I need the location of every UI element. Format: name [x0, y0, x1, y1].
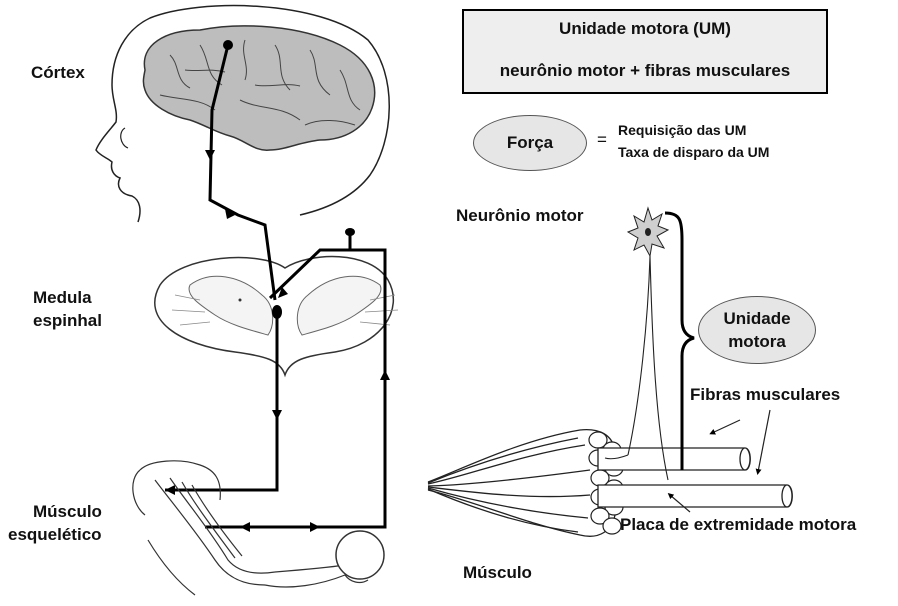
um-box-title: Unidade motora (UM) — [464, 19, 826, 39]
neuron-body-cortex — [223, 40, 233, 50]
brain-shape — [143, 26, 374, 150]
ball — [336, 531, 384, 579]
unidade-motora-line-1: Unidade — [723, 307, 790, 330]
um-box-subtitle: neurônio motor + fibras musculares — [464, 61, 826, 81]
extended-fibers — [598, 448, 792, 507]
label-medula-1: Medula — [33, 288, 92, 308]
label-cortex: Córtex — [31, 63, 85, 83]
label-medula-2: espinhal — [33, 311, 102, 331]
neuron-body-spinal — [272, 305, 282, 319]
unidade-motora-line-2: motora — [728, 330, 786, 353]
label-musculo-esq-1: Músculo — [33, 502, 102, 522]
muscle-bundle — [428, 430, 615, 537]
forca-line-2: Taxa de disparo da UM — [618, 144, 769, 160]
label-musculo: Músculo — [463, 563, 532, 583]
unidade-motora-ellipse: Unidade motora — [698, 296, 816, 364]
label-musculo-esq-2: esquelético — [8, 525, 102, 545]
label-placa: Placa de extremidade motora — [620, 515, 856, 535]
forca-label: Força — [507, 133, 553, 153]
forca-equals: = — [597, 130, 607, 150]
muscle-fiber-ends — [589, 432, 623, 534]
forca-line-1: Requisição das UM — [618, 122, 746, 138]
ear-outline — [121, 128, 128, 148]
label-fibras-musculares: Fibras musculares — [690, 385, 840, 405]
sensory-ganglion — [345, 228, 355, 236]
motor-unit-definition-box: Unidade motora (UM) neurônio motor + fib… — [462, 9, 828, 94]
forca-ellipse: Força — [473, 115, 587, 171]
unit-brace — [665, 213, 694, 448]
label-neuronio-motor: Neurônio motor — [456, 206, 584, 226]
